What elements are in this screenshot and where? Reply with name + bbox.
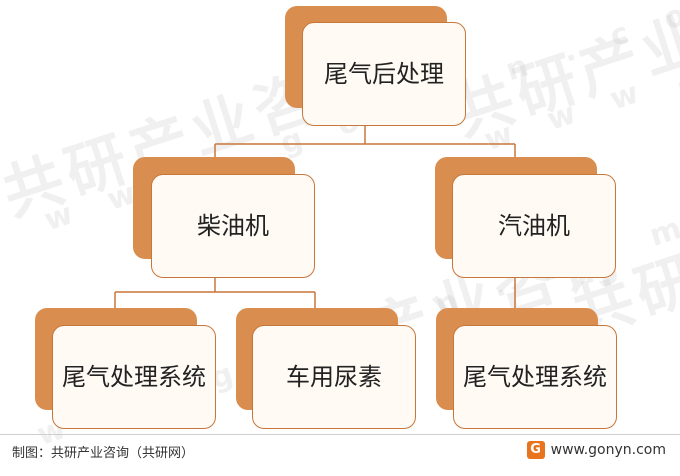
root-node: 尾气后处理 bbox=[302, 22, 466, 126]
diesel-child2-label: 车用尿素 bbox=[286, 363, 382, 391]
diesel-child1-node: 尾气处理系统 bbox=[52, 325, 216, 429]
diesel-node: 柴油机 bbox=[151, 174, 315, 278]
diesel-child1-label: 尾气处理系统 bbox=[62, 363, 206, 391]
root-node-label: 尾气后处理 bbox=[324, 60, 444, 88]
gasoline-child1-node: 尾气处理系统 bbox=[453, 325, 617, 429]
diesel-node-label: 柴油机 bbox=[197, 212, 269, 240]
gasoline-node-label: 汽油机 bbox=[498, 212, 570, 240]
gasoline-child1-label: 尾气处理系统 bbox=[463, 363, 607, 391]
website-link[interactable]: www.gonyn.com bbox=[550, 442, 666, 458]
gonyn-logo-icon: G bbox=[526, 441, 545, 459]
gasoline-node: 汽油机 bbox=[452, 174, 616, 278]
website-badge[interactable]: G www.gonyn.com bbox=[526, 441, 666, 459]
diesel-child2-node: 车用尿素 bbox=[252, 325, 416, 429]
source-credit: 制图：共研产业咨询（共研网） bbox=[12, 446, 195, 461]
footer-divider bbox=[0, 434, 680, 435]
